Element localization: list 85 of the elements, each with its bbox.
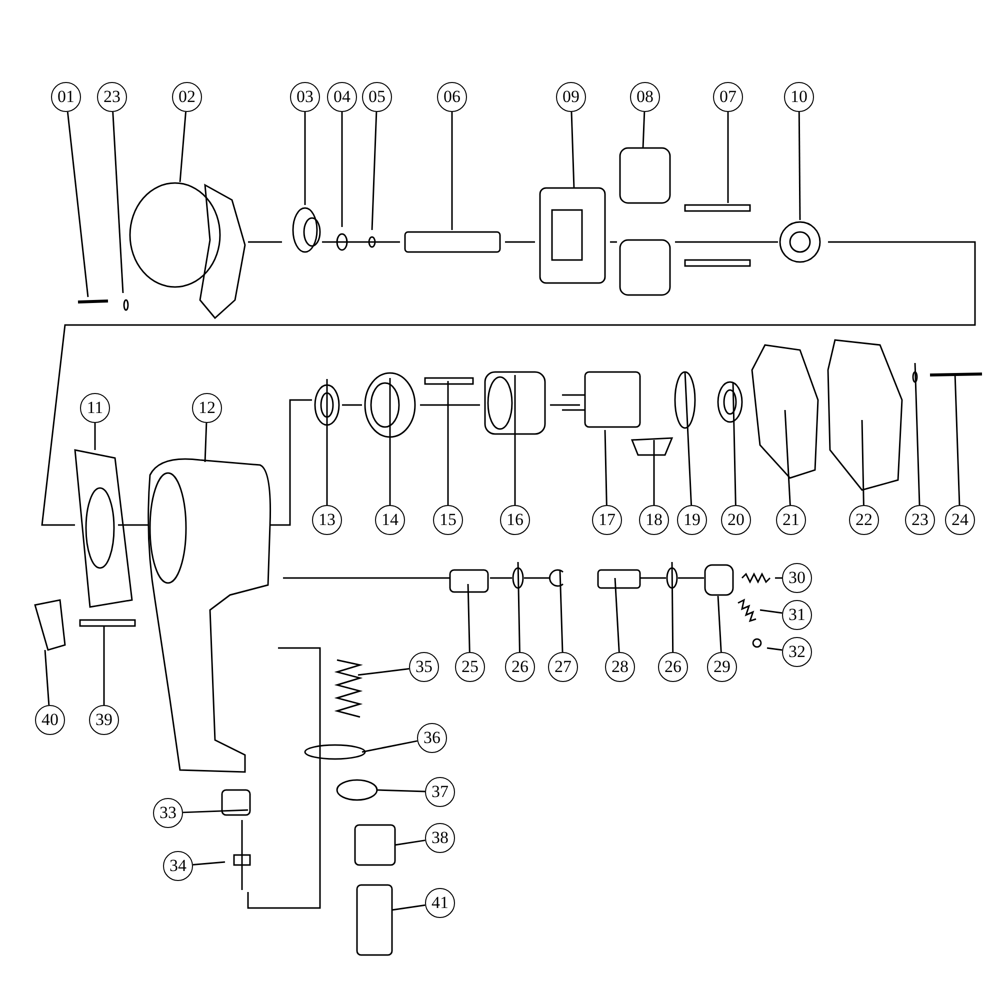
leader-line <box>798 112 801 220</box>
leader-line <box>614 578 620 652</box>
leader-line <box>954 374 960 506</box>
leader-line <box>376 789 426 792</box>
leader-line <box>451 112 453 230</box>
callout-number: 31 <box>782 600 812 630</box>
leader-line <box>326 379 328 505</box>
callout-number: 23 <box>97 82 127 112</box>
callout-number: 19 <box>677 505 707 535</box>
leader-line <box>192 861 226 866</box>
callout-number: 21 <box>776 505 806 535</box>
leader-line <box>371 112 378 230</box>
leader-line <box>182 809 248 814</box>
callout-number: 38 <box>425 823 455 853</box>
callout-number: 22 <box>849 505 879 535</box>
callout-number: 09 <box>556 82 586 112</box>
leader-line <box>389 378 391 505</box>
leader-line <box>341 112 343 227</box>
leader-line <box>727 112 729 203</box>
callout-number: 23 <box>905 505 935 535</box>
leader-line <box>179 112 187 182</box>
callout-number: 15 <box>433 505 463 535</box>
leader-line <box>642 112 646 148</box>
leader-line <box>775 577 782 579</box>
callout-number: 24 <box>945 505 975 535</box>
leader-line <box>112 112 124 294</box>
leader-line <box>204 422 208 462</box>
leader-line <box>684 372 692 506</box>
leader-line <box>447 381 449 505</box>
callout-number: 40 <box>35 705 65 735</box>
leader-line <box>362 740 418 753</box>
callout-number: 35 <box>409 652 439 682</box>
leader-line <box>514 375 516 505</box>
callout-number: 32 <box>782 637 812 667</box>
callout-number: 36 <box>417 723 447 753</box>
leader-line <box>467 584 470 652</box>
callout-number: 03 <box>290 82 320 112</box>
leader-line <box>717 596 722 652</box>
leader-line <box>760 609 782 614</box>
leader-line <box>358 668 410 676</box>
callout-number: 18 <box>639 505 669 535</box>
callout-number: 07 <box>713 82 743 112</box>
leader-line <box>103 626 105 705</box>
callout-number: 16 <box>500 505 530 535</box>
callout-number: 39 <box>89 705 119 735</box>
callout-number: 12 <box>192 393 222 423</box>
callout-number: 08 <box>630 82 660 112</box>
callout-number: 26 <box>505 652 535 682</box>
leader-line <box>732 382 736 506</box>
callout-number: 05 <box>362 82 392 112</box>
callout-number: 20 <box>721 505 751 535</box>
leader-line <box>517 562 520 652</box>
callout-number: 02 <box>172 82 202 112</box>
leader-line <box>94 423 96 450</box>
leader-line <box>570 112 575 188</box>
callout-number: 29 <box>707 652 737 682</box>
callout-number: 11 <box>80 393 110 423</box>
callout-number: 01 <box>51 82 81 112</box>
callout-number: 41 <box>425 888 455 918</box>
leader-line <box>392 904 426 911</box>
leader-line <box>784 410 791 506</box>
callout-number: 33 <box>153 798 183 828</box>
leader-line <box>604 430 608 506</box>
callout-number: 17 <box>592 505 622 535</box>
leader-line <box>653 440 655 505</box>
leader-line <box>671 562 674 652</box>
callout-number: 30 <box>782 563 812 593</box>
leader-line <box>766 647 782 651</box>
callout-number: 04 <box>327 82 357 112</box>
callout-number: 26 <box>658 652 688 682</box>
leader-line <box>304 112 306 205</box>
leader-line <box>559 570 564 652</box>
callout-number: 27 <box>548 652 578 682</box>
callout-number: 14 <box>375 505 405 535</box>
callout-number: 06 <box>437 82 467 112</box>
leader-line <box>66 112 89 298</box>
callout-number: 25 <box>455 652 485 682</box>
callout-number: 13 <box>312 505 342 535</box>
callout-number: 28 <box>605 652 635 682</box>
callout-number: 10 <box>784 82 814 112</box>
leader-line <box>44 650 50 706</box>
leader-line <box>914 362 920 506</box>
callout-number: 34 <box>163 851 193 881</box>
leader-line <box>394 840 426 846</box>
callout-number: 37 <box>425 777 455 807</box>
